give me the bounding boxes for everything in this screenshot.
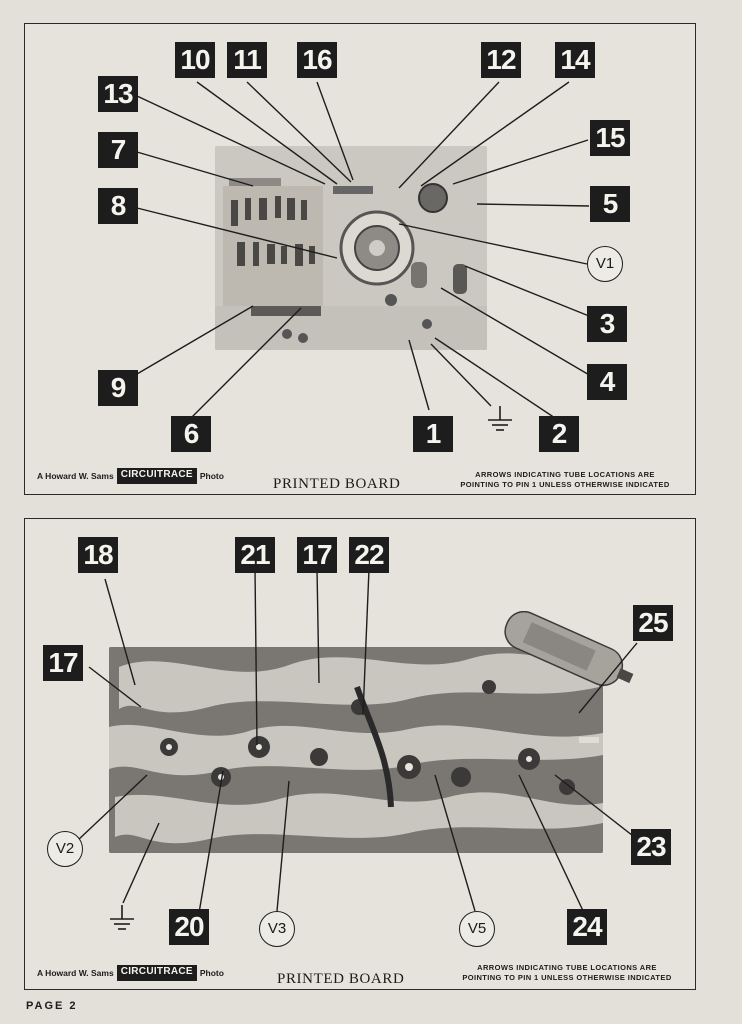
callout-17-top: 17 xyxy=(297,537,337,573)
callout-22: 22 xyxy=(349,537,389,573)
callout-11: 11 xyxy=(227,42,267,78)
callout-25: 25 xyxy=(633,605,673,641)
tube-v1-label: V1 xyxy=(587,246,623,282)
board-caption: PRINTED BOARD xyxy=(273,476,401,492)
credit-suffix: Photo xyxy=(199,471,224,481)
tube-location-note: ARROWS INDICATING TUBE LOCATIONS ARE POI… xyxy=(450,470,680,490)
callout-8: 8 xyxy=(98,188,138,224)
credit-prefix: A Howard W. Sams xyxy=(37,471,114,481)
page-number: PAGE 2 xyxy=(26,1000,78,1012)
callout-18: 18 xyxy=(78,537,118,573)
callout-17-left: 17 xyxy=(43,645,83,681)
callout-21: 21 xyxy=(235,537,275,573)
bottom-printed-board-panel: 18 21 17 22 25 17 23 20 24 V2 V3 V5 A Ho… xyxy=(24,518,696,990)
circuitrace-logo: CIRCUITRACE xyxy=(116,468,197,484)
callout-6: 6 xyxy=(171,416,211,452)
callout-24: 24 xyxy=(567,909,607,945)
callout-15: 15 xyxy=(590,120,630,156)
circuitrace-logo: CIRCUITRACE xyxy=(116,965,197,981)
callout-5: 5 xyxy=(590,186,630,222)
callout-3: 3 xyxy=(587,306,627,342)
credit-suffix: Photo xyxy=(199,968,224,978)
callout-16: 16 xyxy=(297,42,337,78)
callout-20: 20 xyxy=(169,909,209,945)
circuitrace-credit: A Howard W. Sams CIRCUITRACE Photo xyxy=(37,468,224,484)
bottom-leader-lines xyxy=(76,568,638,916)
note-line-1: ARROWS INDICATING TUBE LOCATIONS ARE xyxy=(475,470,655,479)
tube-location-note: ARROWS INDICATING TUBE LOCATIONS ARE POI… xyxy=(452,963,682,983)
note-line-2: POINTING TO PIN 1 UNLESS OTHERWISE INDIC… xyxy=(460,480,670,489)
callout-2: 2 xyxy=(539,416,579,452)
callout-10: 10 xyxy=(175,42,215,78)
board-caption: PRINTED BOARD xyxy=(277,971,405,987)
note-line-1: ARROWS INDICATING TUBE LOCATIONS ARE xyxy=(477,963,657,972)
capacitor-can xyxy=(504,611,634,687)
callout-1: 1 xyxy=(413,416,453,452)
top-printed-board-panel: 10 11 16 12 14 13 7 15 8 5 3 4 9 6 1 2 V… xyxy=(24,23,696,495)
tube-v5-label: V5 xyxy=(459,911,495,947)
top-leader-lines xyxy=(136,81,592,419)
tube-v2-label: V2 xyxy=(47,831,83,867)
tube-v3-label: V3 xyxy=(259,911,295,947)
bottom-board-photo-drawing xyxy=(109,647,603,853)
ground-symbol-icon xyxy=(488,406,512,431)
callout-9: 9 xyxy=(98,370,138,406)
callout-14: 14 xyxy=(555,42,595,78)
note-line-2: POINTING TO PIN 1 UNLESS OTHERWISE INDIC… xyxy=(462,973,672,982)
bottom-board-photo xyxy=(109,647,603,853)
callout-4: 4 xyxy=(587,364,627,400)
callout-12: 12 xyxy=(481,42,521,78)
callout-23: 23 xyxy=(631,829,671,865)
circuitrace-credit: A Howard W. Sams CIRCUITRACE Photo xyxy=(37,965,224,981)
callout-7: 7 xyxy=(98,132,138,168)
ground-symbol-icon xyxy=(110,905,134,930)
credit-prefix: A Howard W. Sams xyxy=(37,968,114,978)
callout-13: 13 xyxy=(98,76,138,112)
